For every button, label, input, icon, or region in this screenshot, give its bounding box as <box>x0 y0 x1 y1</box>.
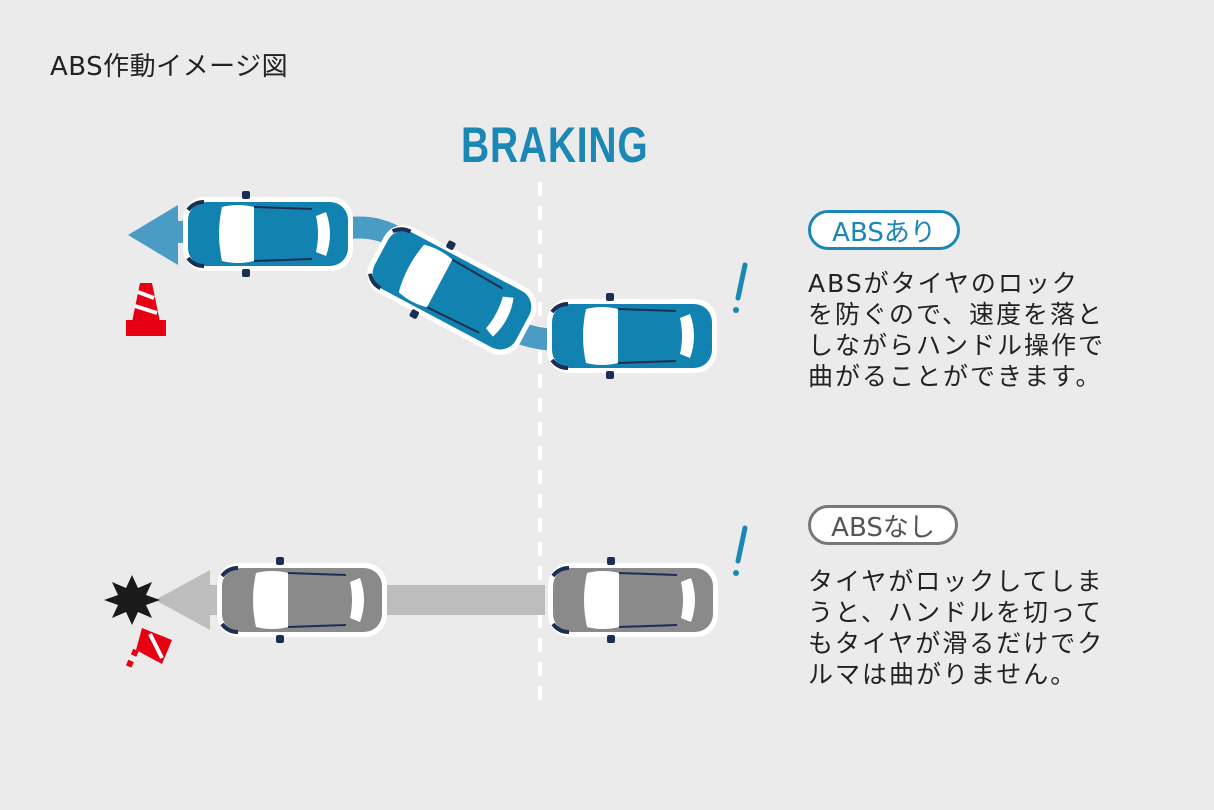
abs-on-description: ABSがタイヤのロック を防ぐので、速度を落と しながらハンドル操作で 曲がるこ… <box>808 268 1138 392</box>
abs-off-line: ルマは曲がりません。 <box>808 660 1078 689</box>
abs-off-line: うと、ハンドルを切って <box>808 598 1103 627</box>
abs-off-description: タイヤがロックしてしま うと、ハンドルを切って もタイヤが滑るだけでク ルマは曲… <box>808 566 1138 690</box>
abs-off-line: もタイヤが滑るだけでク <box>808 629 1105 658</box>
abs-on-arrow-head-icon <box>128 205 178 265</box>
abs-off-arrow-head-icon <box>155 570 210 630</box>
abs-on-line: 曲がることができます。 <box>808 362 1103 391</box>
abs-off-line: タイヤがロックしてしま <box>808 567 1104 596</box>
cone-upright-icon <box>126 283 166 336</box>
braking-label: BRAKING <box>461 117 649 173</box>
abs-on-car-2 <box>357 212 547 368</box>
abs-on-line: ABSがタイヤのロック <box>808 269 1079 298</box>
crash-burst-icon <box>104 575 160 625</box>
abs-on-car-1 <box>545 291 719 381</box>
abs-off-badge: ABSなし <box>808 505 958 545</box>
abs-on-alert-icon <box>733 262 748 313</box>
abs-off-car-2 <box>215 555 389 645</box>
abs-off-alert-icon <box>733 525 748 576</box>
cone-knocked-icon <box>125 628 172 670</box>
abs-on-line: を防ぐので、速度を落と <box>808 300 1105 329</box>
abs-on-car-3 <box>181 189 355 279</box>
diagram-title: ABS作動イメージ図 <box>50 52 289 82</box>
abs-on-line: しながらハンドル操作で <box>808 331 1106 360</box>
abs-on-badge: ABSあり <box>808 210 960 250</box>
abs-off-car-1 <box>546 555 720 645</box>
